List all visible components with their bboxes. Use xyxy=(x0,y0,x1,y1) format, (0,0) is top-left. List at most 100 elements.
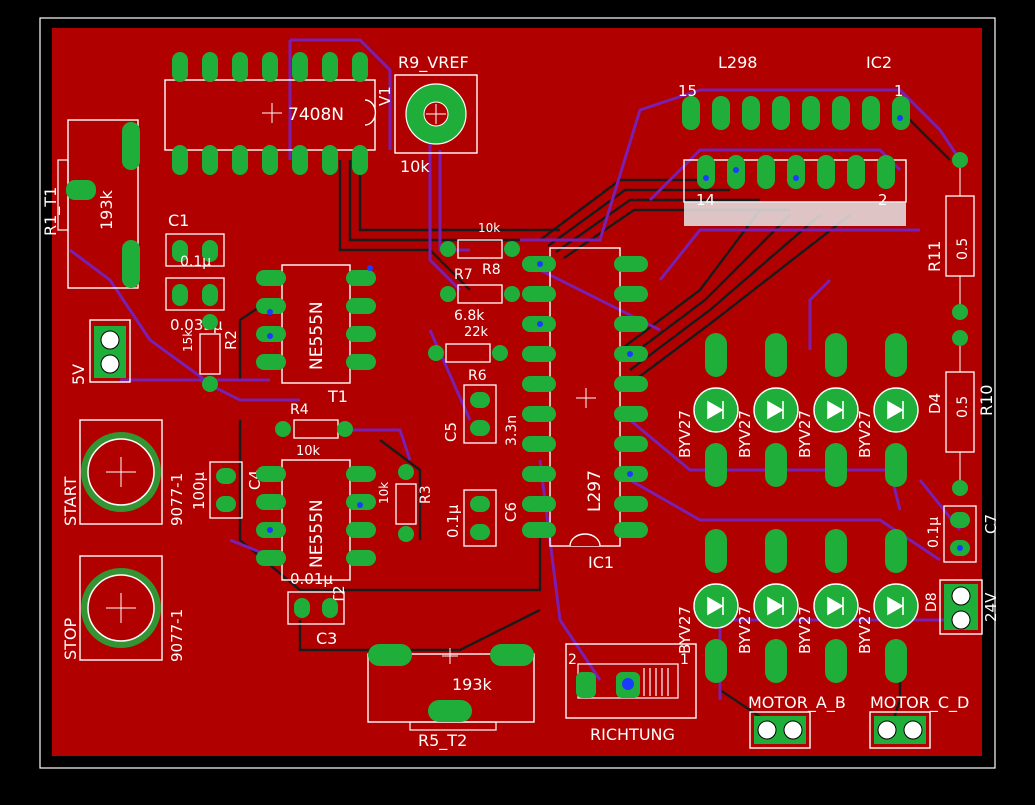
diode-row-1: BYV27 BYV27 BYV27 BYV27 xyxy=(676,333,919,487)
diode-icon xyxy=(887,596,904,616)
c5-value: 3.3n xyxy=(504,415,520,446)
diode-icon xyxy=(767,596,784,616)
ne555-t1-label: NE555N xyxy=(307,301,327,370)
connector-24v[interactable]: D8 24V xyxy=(924,579,1000,635)
ic-l297[interactable]: L297 IC1 xyxy=(522,247,648,572)
diode-label: BYV27 xyxy=(676,606,694,654)
connector-5v[interactable]: 5V xyxy=(69,319,131,385)
drawing-frame xyxy=(39,17,996,769)
r11-value: 0.5 xyxy=(955,238,971,260)
c7-value: 0.1µ xyxy=(926,517,942,548)
diode-icon xyxy=(707,400,724,420)
pot-r5-t2[interactable]: 193k R5_T2 xyxy=(367,644,535,751)
trimmer-r9-vref[interactable]: R9_VREF V1 10k xyxy=(376,53,478,176)
switch-richtung[interactable]: 2 1 RICHTUNG xyxy=(565,643,697,744)
diode-label: BYV27 xyxy=(676,410,694,458)
diode-pad xyxy=(705,443,727,487)
connector-motor-ab[interactable]: MOTOR_A_B xyxy=(748,693,846,749)
r3-label: R3 xyxy=(418,485,434,504)
c1-value-a: 0.1µ xyxy=(180,254,211,270)
diode-pad xyxy=(765,443,787,487)
motor-ab-label: MOTOR_A_B xyxy=(748,693,846,713)
diode-label: BYV27 xyxy=(856,410,874,458)
l298-pin1-label: 1 xyxy=(894,82,904,100)
diode-pad xyxy=(765,333,787,377)
resistor-r3[interactable]: 10k R3 xyxy=(377,464,434,542)
resistor-r2[interactable]: 15k R2 xyxy=(181,314,240,392)
diode-label: BYV27 xyxy=(796,606,814,654)
diode-icon xyxy=(827,596,844,616)
r1-t1-value: 193k xyxy=(97,189,116,230)
r11-label: R11 xyxy=(925,241,944,272)
diode-byv27[interactable]: BYV27 xyxy=(736,529,799,683)
start-part: 9077-1 xyxy=(168,473,186,526)
l298-label: L298 xyxy=(718,53,757,72)
richtung-pin2-label: 2 xyxy=(568,652,577,668)
r9-vref-label: R9_VREF xyxy=(398,53,469,73)
r5-t2-value: 193k xyxy=(452,675,493,694)
c4-value: 100µ xyxy=(190,471,208,510)
motor-cd-label: MOTOR_C_D xyxy=(870,693,969,713)
ic-l298[interactable]: L298 IC2 15 1 14 2 xyxy=(678,53,910,226)
capacitor-c5[interactable]: C5 3.3n xyxy=(442,384,520,446)
c5-label: C5 xyxy=(442,422,460,442)
diode-icon xyxy=(707,596,724,616)
diode-pad xyxy=(825,529,847,573)
c6-label: C6 xyxy=(502,502,520,522)
capacitor-c3[interactable]: 0.01µ C3 xyxy=(287,570,345,648)
r10-value: 0.5 xyxy=(955,396,971,418)
resistor-r6[interactable]: 22k R6 xyxy=(428,325,508,384)
ic-7408n[interactable]: 7408N xyxy=(164,52,377,175)
r6-value: 22k xyxy=(464,325,489,340)
diode-byv27[interactable]: BYV27 xyxy=(856,529,919,683)
stop-part: 9077-1 xyxy=(168,609,186,662)
resistor-r8[interactable]: 10k R8 xyxy=(440,221,520,278)
resistor-r11[interactable]: R11 0.5 xyxy=(925,152,975,320)
c6-value: 0.1µ xyxy=(444,504,462,538)
l298-pin15-label: 15 xyxy=(678,82,697,100)
l297-label: L297 xyxy=(585,470,605,512)
diode-pad xyxy=(825,639,847,683)
l298-pin14-label: 14 xyxy=(696,191,715,209)
button-stop[interactable]: STOP 9077-1 xyxy=(61,555,186,662)
diode-label: BYV27 xyxy=(796,410,814,458)
diode-byv27[interactable]: BYV27 xyxy=(676,529,739,683)
r4-value: 10k xyxy=(296,444,321,459)
capacitor-c6[interactable]: 0.1µ C6 xyxy=(444,489,520,547)
c3-value: 0.01µ xyxy=(290,570,333,588)
connector-5v-label: 5V xyxy=(69,364,88,385)
diode-pad xyxy=(885,443,907,487)
button-start[interactable]: START 9077-1 xyxy=(61,419,186,526)
r9-value: 10k xyxy=(400,157,430,176)
pot-r1-t1[interactable]: R1_T1 193k xyxy=(41,119,140,289)
diode-label: BYV27 xyxy=(736,410,754,458)
diode-byv27[interactable]: BYV27 xyxy=(796,333,859,487)
diode-pad xyxy=(825,333,847,377)
l298-pins xyxy=(682,96,910,189)
resistor-r4[interactable]: R4 10k xyxy=(275,402,353,459)
connector-24v-label: 24V xyxy=(982,592,1000,622)
diode-byv27[interactable]: BYV27 xyxy=(856,333,919,487)
connector-motor-cd[interactable]: MOTOR_C_D xyxy=(869,693,969,749)
l297-pins xyxy=(522,256,648,538)
diode-pad xyxy=(705,529,727,573)
d8-label: D8 xyxy=(924,592,940,612)
v1-label: V1 xyxy=(376,86,394,106)
diode-byv27[interactable]: BYV27 xyxy=(676,333,739,487)
resistor-r7[interactable]: R7 6.8k xyxy=(440,267,520,324)
resistor-r10[interactable]: 0.5 R10 D4 xyxy=(926,330,996,496)
diode-label: BYV27 xyxy=(736,606,754,654)
diode-icon xyxy=(887,400,904,420)
diode-icon xyxy=(767,400,784,420)
capacitor-c7[interactable]: 0.1µ C7 xyxy=(926,505,1000,563)
r4-label: R4 xyxy=(290,402,309,418)
c7-label: C7 xyxy=(982,514,1000,534)
r7-value: 6.8k xyxy=(454,308,485,324)
diode-byv27[interactable]: BYV27 xyxy=(796,529,859,683)
diode-byv27[interactable]: BYV27 xyxy=(736,333,799,487)
ne555-t2-label: NE555N xyxy=(307,499,327,568)
r1-t1-label: R1_T1 xyxy=(41,187,61,236)
start-label: START xyxy=(61,476,80,526)
